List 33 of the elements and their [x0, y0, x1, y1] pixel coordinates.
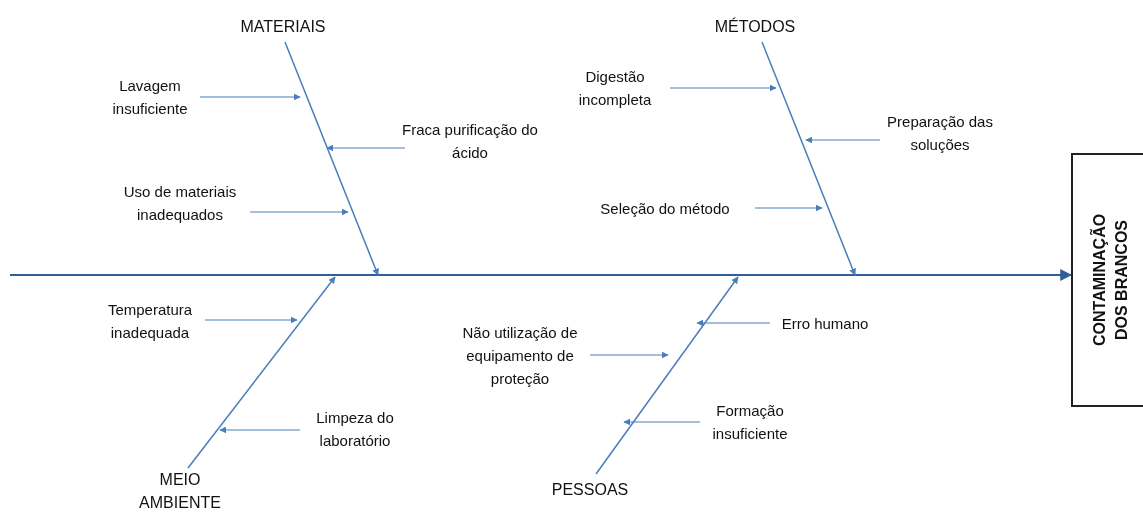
cause-label: Temperatura inadequada	[95, 298, 205, 344]
category-label: PESSOAS	[535, 478, 645, 501]
arrow	[696, 319, 771, 327]
spine-arrow	[9, 269, 1073, 281]
arrow	[589, 351, 669, 359]
effect-box	[1071, 153, 1143, 407]
cause-label: Lavagem insuficiente	[95, 74, 205, 120]
arrow	[249, 208, 349, 216]
arrow	[754, 204, 823, 212]
cause-label: Formação insuficiente	[700, 399, 800, 445]
arrow	[669, 84, 777, 92]
bone-arrow	[187, 276, 336, 469]
cause-label: Uso de materiais inadequados	[105, 180, 255, 226]
bone-arrow	[595, 276, 739, 475]
cause-label: Digestão incompleta	[560, 65, 670, 111]
cause-label: Limpeza do laboratório	[300, 406, 410, 452]
category-label: MÉTODOS	[695, 15, 815, 38]
arrow	[326, 144, 406, 152]
arrow	[805, 136, 881, 144]
arrow	[219, 426, 301, 434]
arrow	[623, 418, 701, 426]
cause-label: Não utilização de equipamento de proteção	[445, 321, 595, 390]
cause-label: Fraca purificação do ácido	[395, 118, 545, 164]
category-label: MATERIAIS	[223, 15, 343, 38]
category-label: MEIO AMBIENTE	[125, 468, 235, 514]
cause-label: Erro humano	[770, 312, 880, 335]
bone-arrow	[284, 41, 379, 276]
bone-arrow	[761, 41, 856, 276]
arrow	[204, 316, 298, 324]
effect-label: CONTAMINAÇÃO DOS BRANCOS	[1089, 212, 1131, 349]
arrow	[199, 93, 301, 101]
cause-label: Preparação das soluções	[875, 110, 1005, 156]
cause-label: Seleção do método	[580, 197, 750, 220]
